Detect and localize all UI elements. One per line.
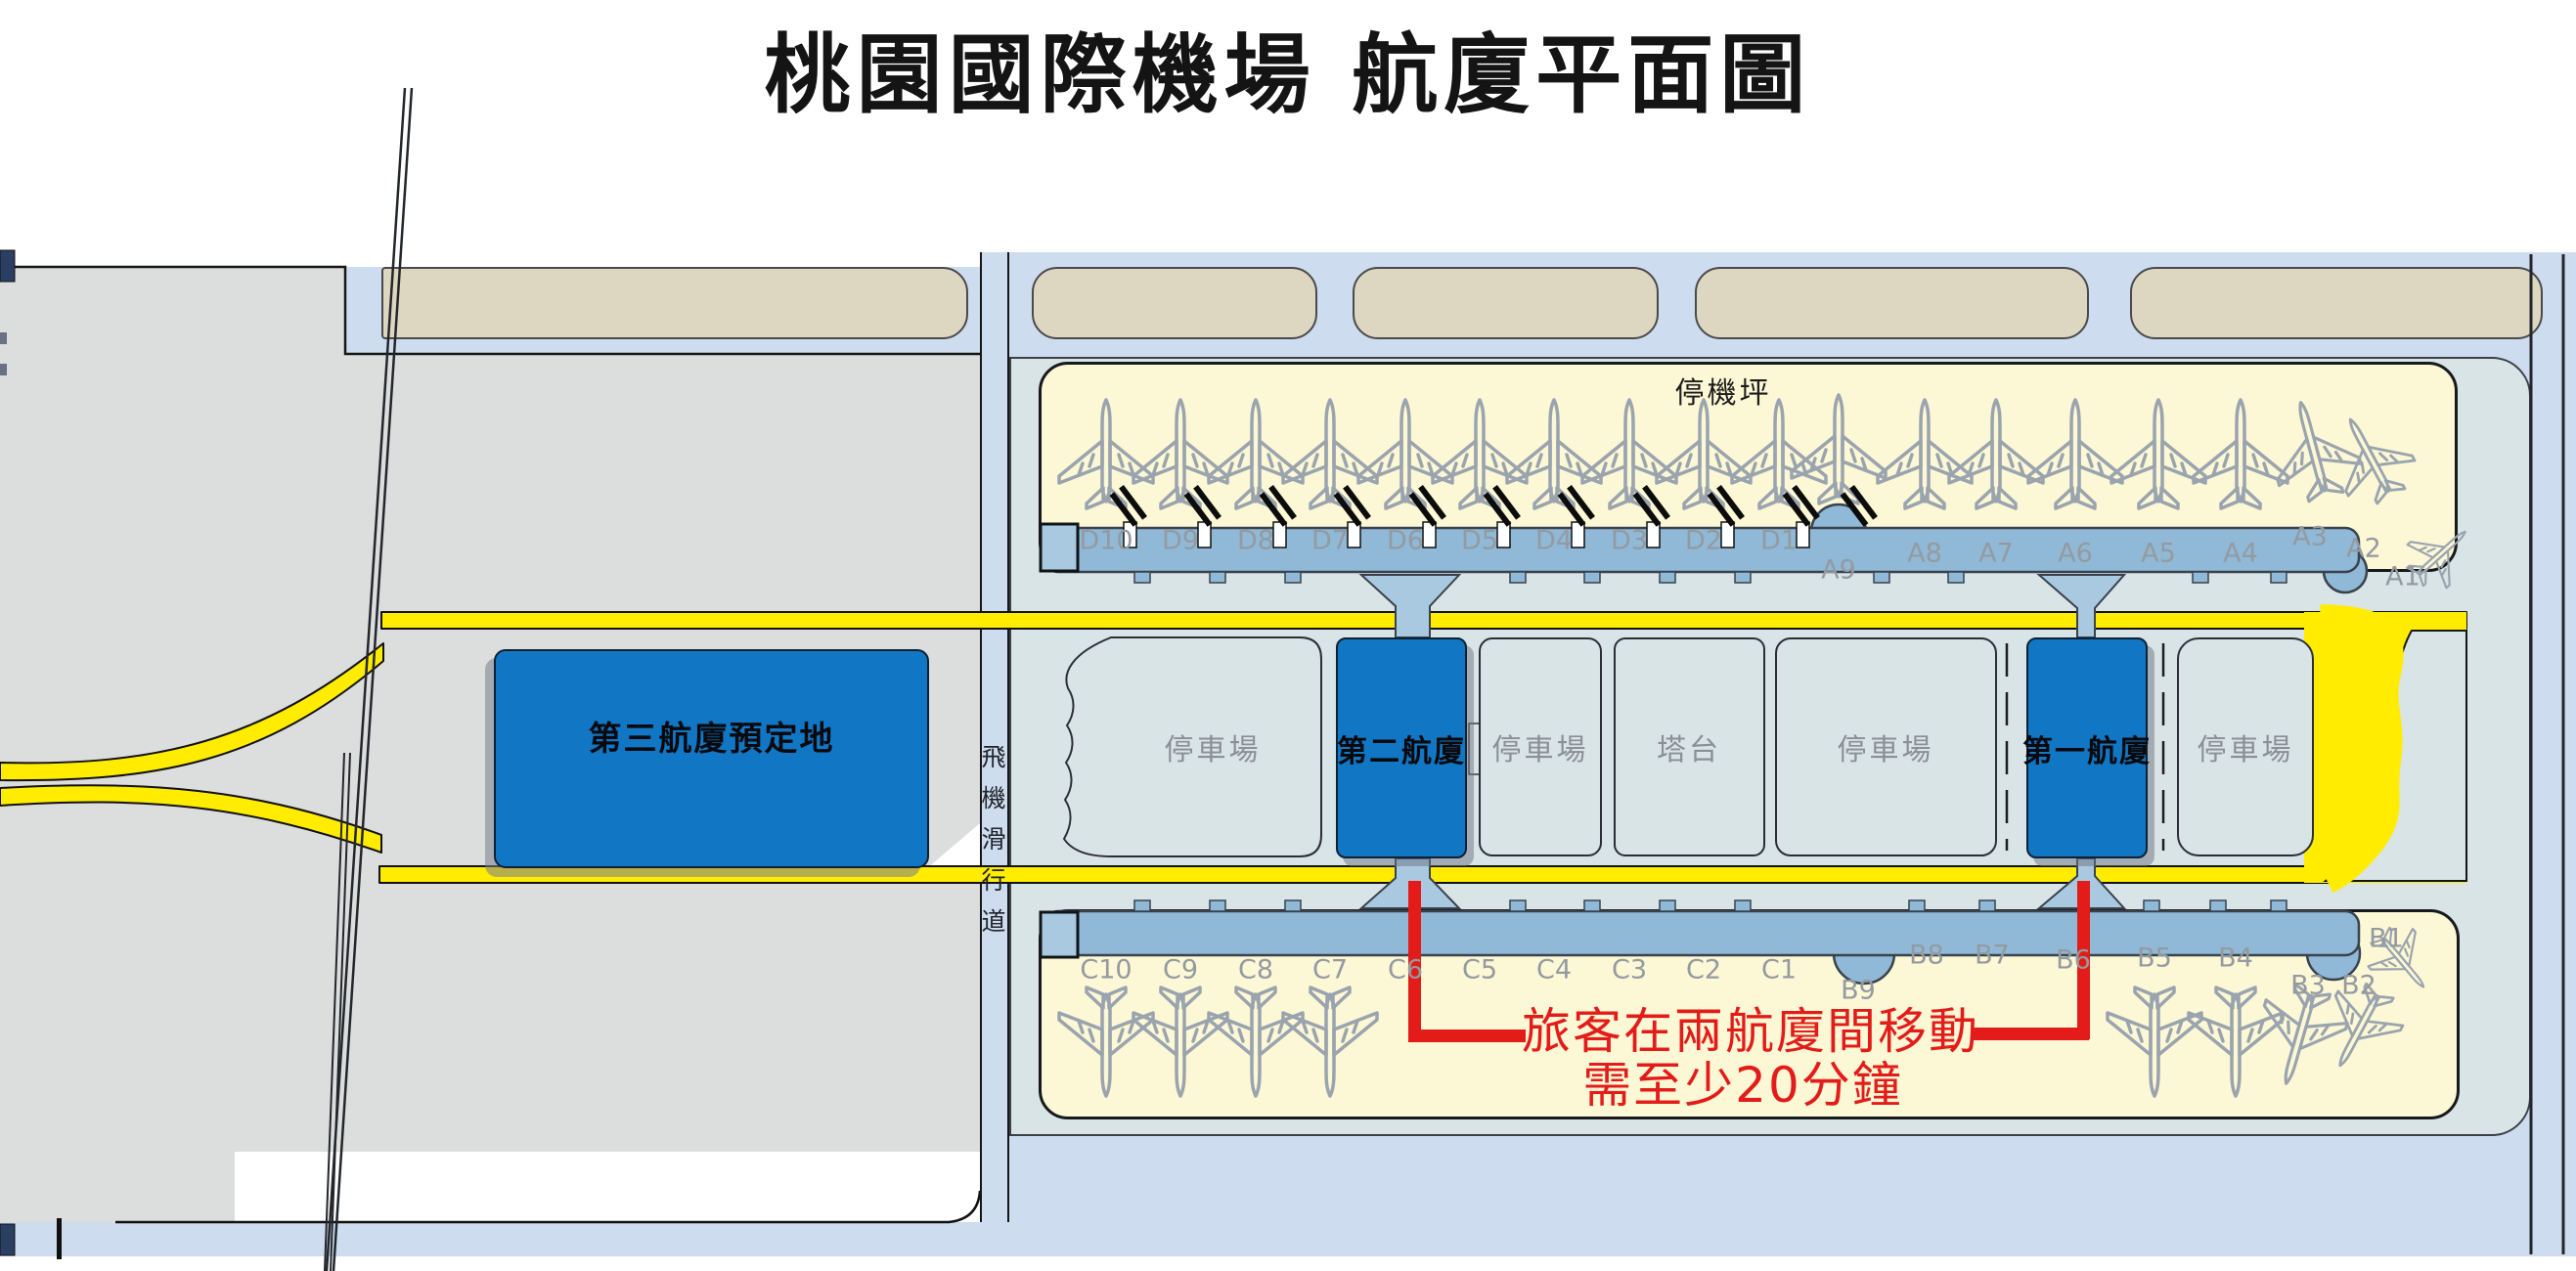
parking-west-label: 停車場 (1164, 733, 1262, 767)
gate-label: C4 (1535, 954, 1573, 986)
gate-label: A3 (2292, 521, 2328, 552)
gate-label: A4 (2223, 538, 2258, 569)
gate-label: C3 (1611, 954, 1648, 986)
gate-label: B6 (2056, 944, 2091, 976)
terminal3-label: 第三航廈預定地 (588, 720, 835, 759)
gate-label: B8 (1909, 940, 1944, 971)
gate-label: C5 (1461, 954, 1498, 986)
gate-label: D10 (1079, 525, 1133, 556)
control-tower-block (1614, 637, 1765, 856)
gate-label: B3 (2290, 970, 2326, 1001)
gate-label: C6 (1387, 954, 1424, 986)
apron-label: 停機坪 (1674, 376, 1772, 411)
terminal3-building: 第三航廈預定地 (494, 649, 929, 868)
parking-far-east-label: 停車場 (2197, 733, 2294, 767)
gate-label: D1 (1760, 525, 1798, 556)
parking-east (1775, 637, 1997, 856)
stand-block (1032, 267, 1317, 339)
gate-label: D3 (1611, 525, 1648, 556)
terminal1-label: 第一航廈 (2022, 733, 2152, 769)
gate-label: A7 (1978, 538, 2014, 569)
stand-block (2130, 267, 2543, 339)
gate-label: D8 (1237, 525, 1274, 556)
gate-label: D9 (1162, 525, 1199, 556)
parking-middle (1479, 637, 1602, 856)
parking-middle-label: 停車場 (1491, 733, 1589, 767)
terminal2-building: 第二航廈 (1336, 637, 1467, 858)
gate-label: A5 (2141, 538, 2176, 569)
gate-label: B9 (1841, 975, 1876, 1006)
transfer-note-line1: 旅客在兩航廈間移動 (1522, 1003, 1979, 1060)
taxiway-label: 飛機滑行道 (981, 743, 1006, 936)
gate-label: C9 (1162, 954, 1199, 986)
gate-label: B5 (2137, 942, 2172, 974)
gate-label: B1 (2369, 923, 2404, 954)
gate-label: C7 (1311, 954, 1349, 986)
gate-label: C10 (1080, 954, 1133, 986)
gate-label: D7 (1311, 525, 1349, 556)
stand-block (1695, 267, 2089, 339)
terminal1-building: 第一航廈 (2022, 637, 2150, 858)
control-tower-label: 塔台 (1657, 733, 1721, 767)
gate-label: A6 (2058, 538, 2093, 569)
gate-label: A1 (2385, 561, 2421, 592)
gate-label: B4 (2218, 942, 2253, 974)
parking-east-label: 停車場 (1837, 733, 1934, 767)
gate-label: D2 (1685, 525, 1722, 556)
gate-label: C8 (1237, 954, 1274, 986)
gate-label: D4 (1535, 525, 1573, 556)
stand-block (381, 267, 968, 339)
gate-label: A2 (2346, 533, 2381, 564)
gate-label: C1 (1760, 954, 1798, 986)
gate-label: B7 (1975, 940, 2010, 971)
page-title: 桃園國際機場 航廈平面圖 (764, 24, 1812, 125)
gate-label: C2 (1685, 954, 1722, 986)
gate-label: D5 (1461, 525, 1498, 556)
gate-label: D6 (1387, 525, 1424, 556)
transfer-note-line2: 需至少20分鐘 (1582, 1057, 1903, 1114)
gate-label: B2 (2341, 970, 2376, 1001)
stand-block (1353, 267, 1659, 339)
terminal2-label: 第二航廈 (1337, 733, 1466, 769)
gate-label: A9 (1821, 554, 1856, 586)
parking-far-east (2177, 637, 2314, 856)
gate-label: A8 (1907, 538, 1942, 569)
